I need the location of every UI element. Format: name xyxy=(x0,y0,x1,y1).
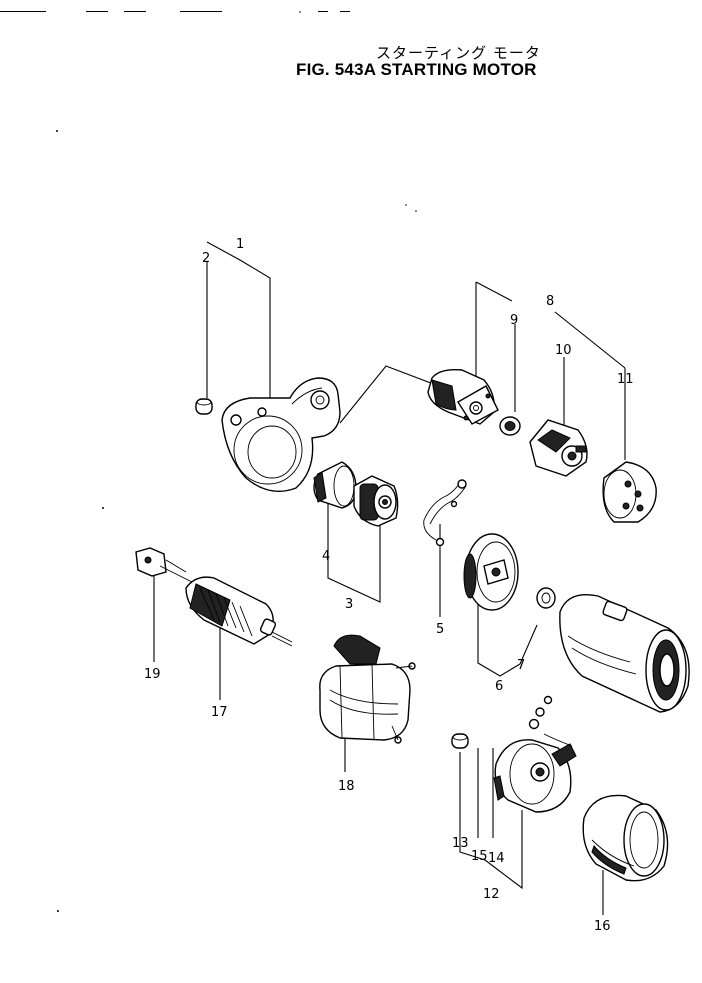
callout-14: 14 xyxy=(488,851,505,866)
callout-8: 8 xyxy=(546,294,554,309)
part-2-bushing xyxy=(195,398,213,415)
callout-16: 16 xyxy=(594,919,611,934)
callout-15: 15 xyxy=(471,849,488,864)
callout-2: 2 xyxy=(202,251,210,266)
figure-title: FIG. 543A STARTING MOTOR xyxy=(296,60,537,79)
callout-5: 5 xyxy=(436,622,444,637)
part-12-rear-bracket xyxy=(493,695,577,813)
callout-1: 1 xyxy=(236,237,244,252)
callout-labels: 1 2 3 4 5 6 7 8 9 10 11 12 13 14 15 16 1… xyxy=(144,237,634,934)
scan-specks xyxy=(56,11,417,912)
part-16-cover xyxy=(582,794,669,882)
callout-17: 17 xyxy=(211,705,228,720)
part-1-drive-housing xyxy=(221,377,341,492)
part-5-lead-wire xyxy=(423,479,467,547)
part-11-end-cap xyxy=(602,461,657,523)
callout-11: 11 xyxy=(617,372,634,387)
part-10-plunger xyxy=(529,419,588,477)
callout-13: 13 xyxy=(452,836,469,851)
callout-6: 6 xyxy=(495,679,503,694)
header-rule xyxy=(0,11,46,12)
part-17-armature xyxy=(185,576,293,647)
part-yoke-frame xyxy=(559,594,690,713)
part-9-washer xyxy=(499,416,521,436)
figure-title-japanese: スターティング モータ xyxy=(376,44,541,62)
callout-10: 10 xyxy=(555,343,572,358)
part-6-gear-cover xyxy=(463,533,519,611)
part-7-bearing xyxy=(536,587,556,609)
callout-7: 7 xyxy=(517,658,525,673)
part-3-clutch xyxy=(353,475,399,527)
leader-lines xyxy=(153,241,626,915)
part-18-field-coil xyxy=(319,634,416,744)
header-rule xyxy=(318,11,328,12)
part-13-bushing xyxy=(451,733,469,749)
callout-3: 3 xyxy=(345,597,353,612)
callout-18: 18 xyxy=(338,779,355,794)
header-rule xyxy=(340,11,350,12)
callout-19: 19 xyxy=(144,667,161,682)
header-rule xyxy=(124,11,146,12)
callout-4: 4 xyxy=(322,549,330,564)
part-4-pinion xyxy=(313,461,357,509)
callout-9: 9 xyxy=(510,313,518,328)
part-8-magnetic-switch xyxy=(427,368,499,425)
callout-12: 12 xyxy=(483,887,500,902)
header-rule xyxy=(180,11,222,12)
part-19-spring xyxy=(135,547,197,585)
header-rule xyxy=(86,11,108,12)
